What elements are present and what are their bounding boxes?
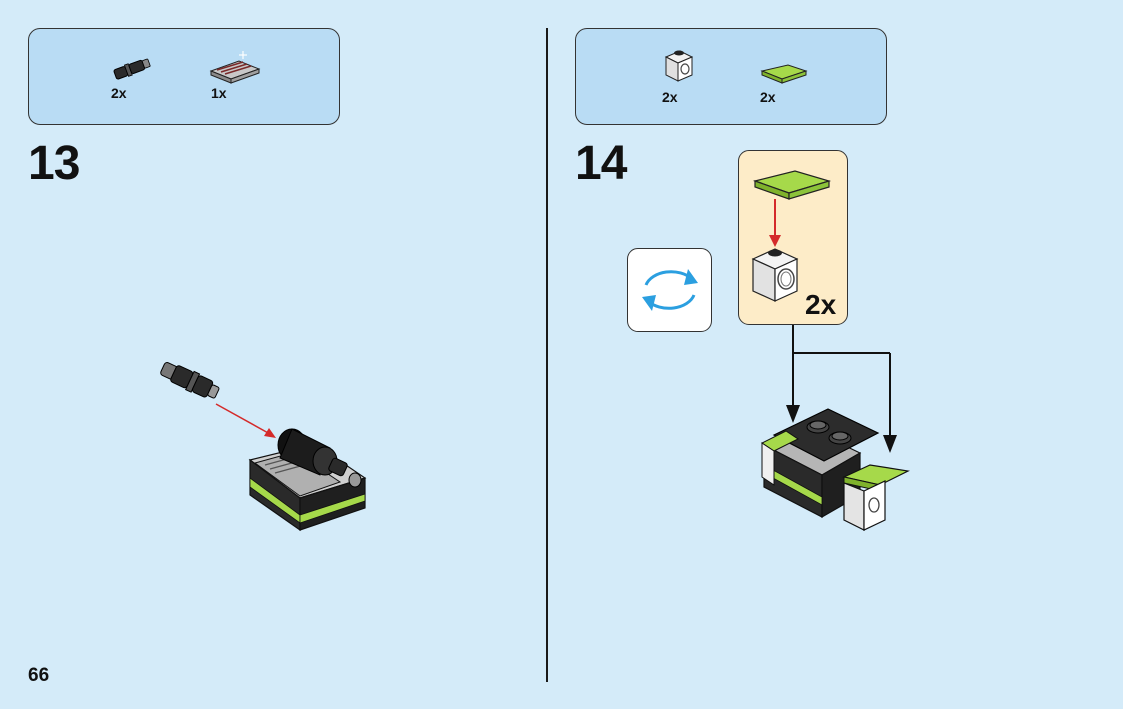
black-pin-part-icon [113,58,151,80]
subassembly-qty: 2x [805,289,837,320]
page-number: 66 [28,665,50,686]
step-number-14: 14 [575,137,627,190]
part-qty-lime-slope: 2x [760,89,776,105]
part-qty-grille-tile: 1x [211,85,227,101]
part-qty-black-pin: 2x [111,85,127,101]
step-14-assembly-illustration [761,325,910,531]
lime-slope-part-icon [760,64,808,84]
rotate-model-box [627,248,712,332]
rotate-model-icon [642,269,698,311]
page-divider [546,28,548,682]
part-qty-white-brick: 2x [662,89,678,105]
step-number-13: 13 [28,137,80,190]
subassembly-illustration [751,170,832,302]
subassembly-callout: 2x [738,150,848,325]
step-13-assembly-illustration [160,361,367,532]
white-brick-part-icon [664,50,694,82]
grille-tile-part-icon [209,51,261,84]
step-14-parts-callout: 2x 2x [575,28,887,125]
step-13-parts-callout: 2x 1x [28,28,340,125]
